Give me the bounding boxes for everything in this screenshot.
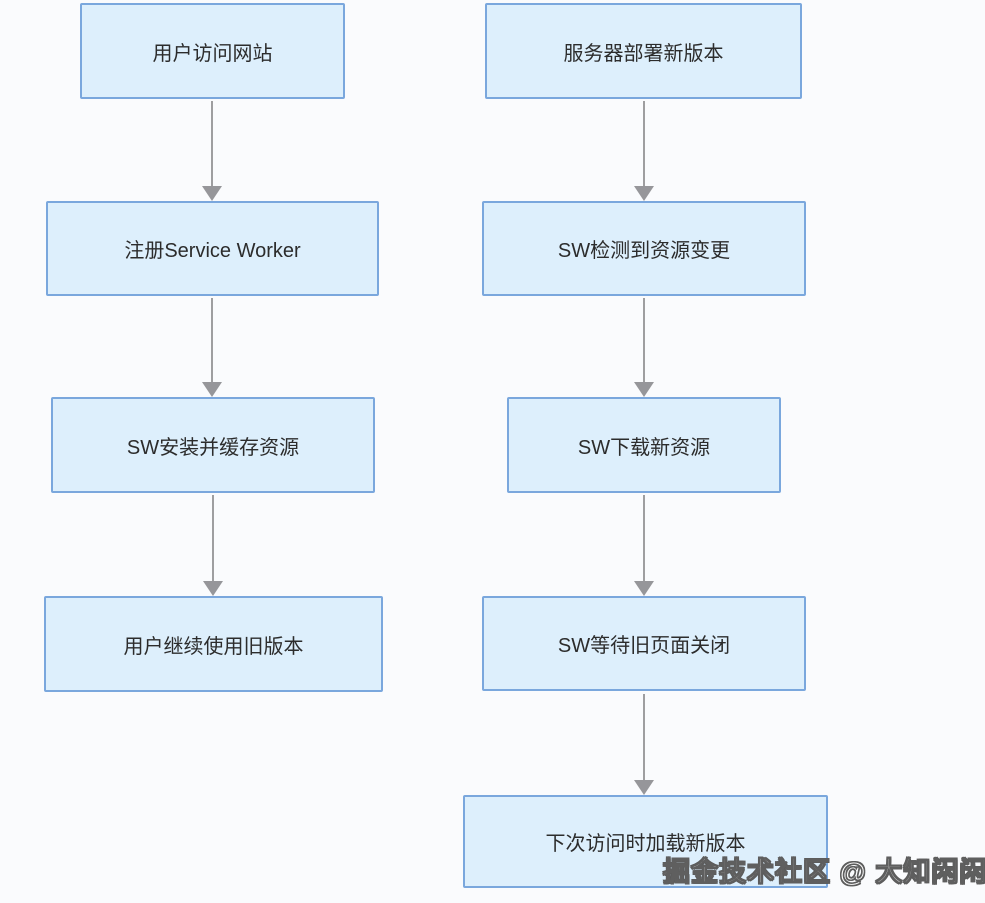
node-register-service-worker: 注册Service Worker [46, 201, 379, 296]
node-sw-downloads-new-resources: SW下载新资源 [507, 397, 781, 493]
arrow-line [643, 101, 645, 189]
node-server-deploys-new-version: 服务器部署新版本 [485, 3, 802, 99]
arrow-line [643, 298, 645, 385]
node-label: 下次访问时加载新版本 [545, 833, 746, 855]
node-user-visits-site: 用户访问网站 [80, 3, 345, 99]
arrow-head-icon [634, 186, 654, 201]
arrow-down-icon [203, 495, 223, 596]
arrow-head-icon [202, 382, 222, 397]
arrow-line [211, 101, 213, 189]
arrow-down-icon [634, 495, 654, 596]
watermark: 掘金技术社区 @ 大知闲闲i [663, 857, 985, 888]
arrow-head-icon [634, 581, 654, 596]
node-label: 用户访问网站 [152, 42, 273, 65]
arrow-line [212, 495, 214, 584]
arrow-down-icon [202, 101, 222, 201]
arrow-head-icon [634, 382, 654, 397]
arrow-down-icon [634, 694, 654, 795]
node-label: SW下载新资源 [577, 436, 711, 459]
arrow-down-icon [202, 298, 222, 397]
node-sw-install-and-cache: SW安装并缓存资源 [51, 397, 375, 493]
arrow-head-icon [203, 581, 223, 596]
node-next-visit-loads-new-version: 下次访问时加载新版本 [463, 795, 828, 888]
arrow-down-icon [634, 101, 654, 201]
node-label: 注册Service Worker [124, 240, 301, 262]
arrow-line [643, 694, 645, 783]
arrow-line [211, 298, 213, 385]
node-user-continues-old-version: 用户继续使用旧版本 [44, 596, 383, 692]
arrow-line [643, 495, 645, 584]
node-label: SW检测到资源变更 [557, 240, 731, 262]
arrow-head-icon [634, 780, 654, 795]
arrow-down-icon [634, 298, 654, 397]
node-label: 服务器部署新版本 [563, 42, 724, 65]
node-label: SW等待旧页面关闭 [557, 635, 731, 657]
node-sw-waits-old-pages-close: SW等待旧页面关闭 [482, 596, 806, 691]
node-sw-detects-resource-change: SW检测到资源变更 [482, 201, 806, 296]
arrow-head-icon [202, 186, 222, 201]
node-label: SW安装并缓存资源 [126, 436, 300, 459]
node-label: 用户继续使用旧版本 [123, 635, 304, 658]
